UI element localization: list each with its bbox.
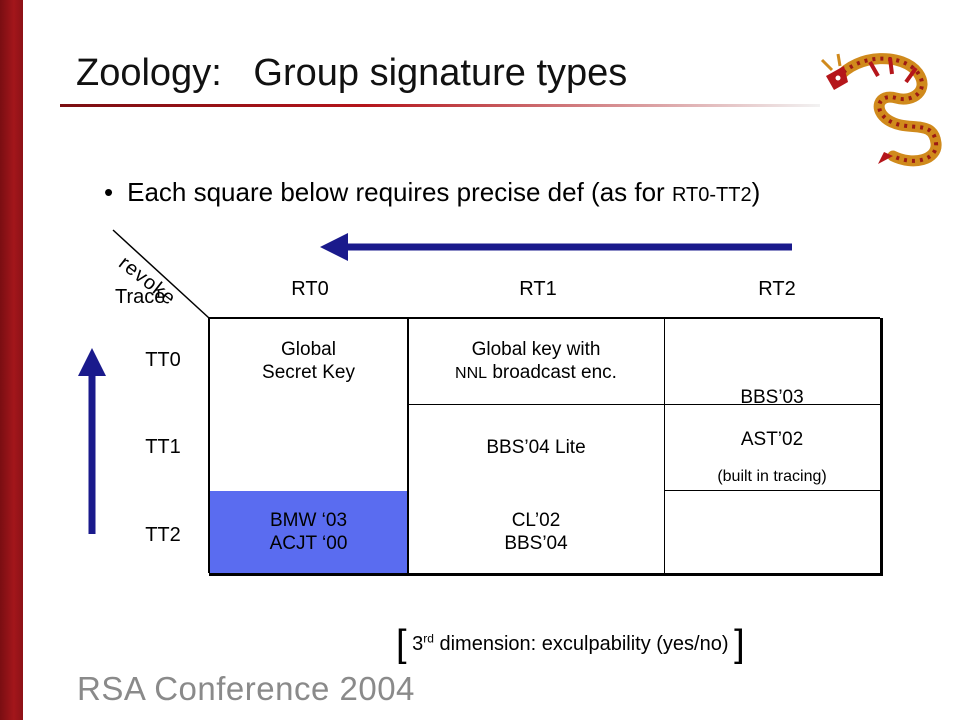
bullet-small-text: RT0-TT2 [671, 184, 752, 206]
grid-line-top [209, 317, 880, 319]
cell-tt1-rt1-text: BBS’04 Lite [486, 437, 586, 458]
signature-types-table: BMW ‘03 ACJT ‘00 Global Secret Key Globa… [208, 317, 883, 576]
cell-rt2-line1: BBS’03 [740, 387, 804, 408]
footnote-text: dimension: exculpability (yes/no) [433, 633, 729, 655]
cell-tt0-rt0-line2: Secret Key [262, 362, 355, 383]
grid-line-col2 [664, 318, 665, 573]
cell-tt1-rt0 [209, 404, 408, 491]
cell-tt0-rt1-nnl: NNL [455, 364, 488, 382]
cell-tt0-rt1-line2: broadcast enc. [487, 361, 617, 383]
cell-tt1-rt1: BBS’04 Lite [408, 404, 664, 491]
cell-tt2-rt0-line1: BMW ‘03 [269, 510, 348, 531]
row-header-tt0: TT0 [145, 349, 181, 371]
bullet-dot: • [104, 177, 114, 207]
cell-rt2-note: (built in tracing) [717, 468, 827, 485]
trace-axis-label: Trace [115, 286, 166, 308]
cell-tt2-rt0-line2: ACJT ‘00 [269, 533, 348, 554]
footnote-close-bracket: ] [734, 623, 745, 665]
column-header-rt2: RT2 [758, 278, 796, 300]
cell-tt0-rt1-line1: Global key with [471, 338, 601, 360]
dragon-icon [820, 53, 942, 167]
logo-name: Conference [144, 670, 330, 707]
cell-tt2-rt1-line2: BBS’04 [504, 533, 568, 554]
trace-arrow-head [78, 348, 106, 376]
bullet-text: Each square below requires precise def (… [127, 177, 672, 207]
cell-rt2-merged: BBS’03 AST’02 (built in tracing) [664, 318, 880, 573]
title-underline [60, 104, 820, 107]
bullet-close: ) [751, 177, 761, 207]
left-accent-bar [0, 0, 23, 720]
cell-tt2-rt1: CL’02 BBS’04 [408, 491, 664, 573]
footnote-ordinal: rd [423, 631, 434, 646]
row-header-tt1: TT1 [145, 436, 181, 458]
cell-tt2-rt1-line1: CL’02 [511, 510, 561, 531]
bullet-point: • Each square below requires precise def … [104, 177, 760, 208]
column-header-rt1: RT1 [519, 278, 557, 300]
cell-tt2-rt0: BMW ‘03 ACJT ‘00 [209, 491, 408, 573]
grid-line-row1 [408, 404, 880, 405]
cell-tt0-rt0: Global Secret Key [209, 318, 408, 404]
footnote-number: 3 [412, 633, 424, 655]
conference-logo: RSA Conference 2004 [77, 670, 415, 708]
cell-tt0-rt0-line1: Global [281, 339, 336, 360]
column-header-rt0: RT0 [291, 278, 329, 300]
revoke-arrow-head [320, 233, 348, 261]
row-header-tt2: TT2 [145, 524, 181, 546]
grid-line-left [208, 318, 210, 573]
cell-rt2-line2: AST’02 [740, 429, 804, 450]
footnote-open-bracket: [ [396, 623, 407, 665]
grid-line-col1 [407, 318, 409, 573]
footnote: [ 3rd dimension: exculpability (yes/no) … [396, 623, 745, 666]
slide-title: Zoology: Group signature types [76, 52, 628, 94]
grid-line-row2 [664, 490, 880, 491]
logo-year: 2004 [329, 670, 415, 707]
logo-brand: RSA [77, 670, 145, 707]
cell-tt0-rt1: Global key with NNL broadcast enc. [408, 318, 664, 404]
